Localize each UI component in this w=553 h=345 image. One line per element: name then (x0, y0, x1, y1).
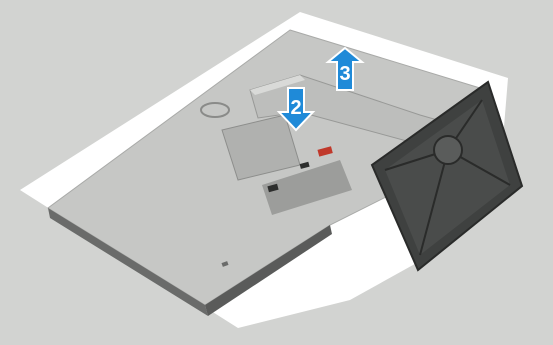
stand-base-hub (434, 136, 462, 164)
step-3-label: 3 (339, 63, 350, 85)
step-2-label: 2 (290, 97, 301, 119)
